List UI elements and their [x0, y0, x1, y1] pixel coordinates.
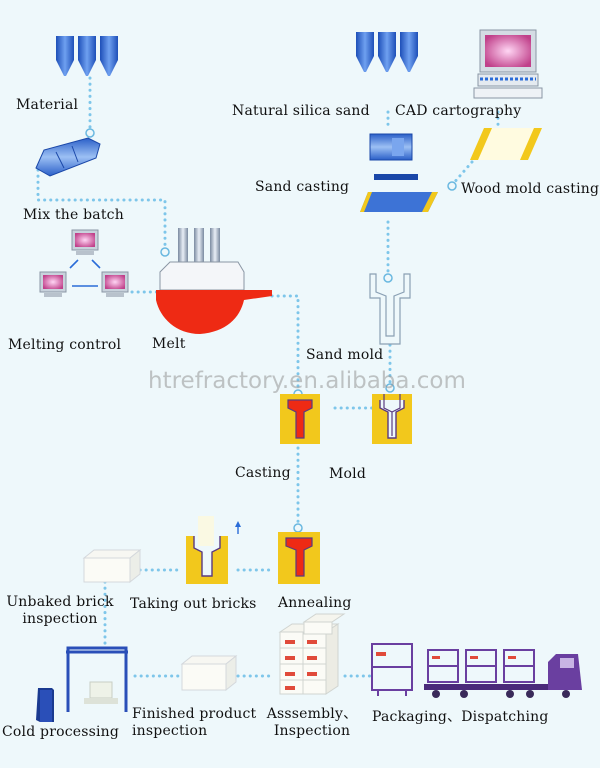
empty-mold-icon — [372, 394, 412, 444]
control-computers-icon — [39, 229, 129, 297]
packaging-crate-icon — [371, 643, 413, 696]
label-finished-product-inspection: Finished product inspection — [132, 706, 257, 739]
sand-mold-icon — [369, 273, 411, 345]
label-melting-control: Melting control — [8, 337, 122, 353]
melting-furnace-icon — [156, 228, 272, 334]
unbaked-brick-icon — [82, 548, 142, 584]
label-cad-cartography: CAD cartography — [395, 103, 522, 119]
taking-out-bricks-icon — [186, 516, 241, 584]
wood-mold-plate-icon — [470, 128, 542, 160]
label-packaging-dispatching: Packaging、Dispatching — [372, 709, 549, 725]
silica-sand-silos-icon — [356, 32, 418, 72]
flow-paths — [36, 76, 500, 678]
label-unbaked-brick-inspection: Unbaked brick inspection — [6, 594, 114, 627]
label-wood-mold-casting: Wood mold casting — [461, 181, 600, 197]
label-casting: Casting — [235, 465, 291, 481]
sand-casting-machine-icon — [360, 133, 438, 212]
label-sand-mold: Sand mold — [306, 347, 384, 363]
watermark-text: htrefractory.en.alibaba.com — [148, 368, 466, 394]
annealing-mold-icon — [278, 532, 320, 584]
label-natural-silica-sand: Natural silica sand — [232, 103, 370, 119]
label-assembly-inspection: Asssembly、Inspection — [266, 706, 358, 739]
casting-mold-icon — [280, 394, 320, 444]
label-cold-processing: Cold processing — [2, 724, 120, 740]
material-silos-icon — [56, 36, 118, 76]
dispatch-truck-icon — [424, 649, 582, 698]
finished-product-icon — [180, 654, 238, 692]
label-melt: Melt — [152, 336, 186, 352]
assembly-stack-icon — [278, 613, 346, 695]
cad-computer-icon — [473, 29, 543, 99]
label-material: Material — [16, 97, 79, 113]
cold-processing-machine-icon — [36, 646, 128, 722]
label-sand-casting: Sand casting — [255, 179, 350, 195]
label-annealing: Annealing — [278, 595, 352, 611]
flow-nodes — [85, 128, 457, 533]
mixer-drum-icon — [35, 137, 101, 177]
label-mix-the-batch: Mix the batch — [23, 207, 124, 223]
label-mold: Mold — [329, 466, 367, 482]
label-taking-out-bricks: Taking out bricks — [130, 596, 257, 612]
